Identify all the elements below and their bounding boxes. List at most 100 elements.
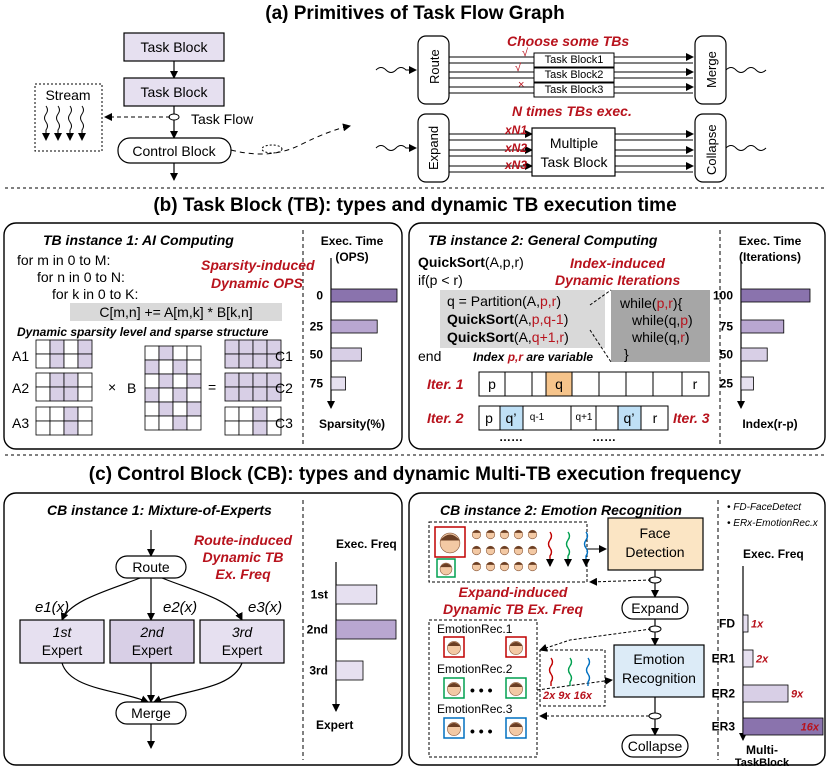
expand-label: Expand	[426, 125, 441, 170]
cb-instance-2-title: CB instance 2: Emotion Recognition	[440, 502, 682, 518]
task-block-1-label: Task Block	[140, 39, 208, 55]
face-thumb-red	[434, 526, 466, 558]
expand-note-1: Expand-induced	[458, 584, 568, 600]
flow-junction	[168, 113, 180, 121]
bar-FD	[742, 614, 749, 633]
legend-fd: • FD-FaceDetect	[727, 502, 802, 513]
while-close-brace: }	[624, 346, 629, 362]
section-a	[34, 32, 767, 183]
merge-label: Merge	[704, 51, 719, 88]
end-keyword: end	[418, 348, 442, 364]
tb3-label: Task Block3	[544, 84, 604, 96]
equals-sign: =	[208, 379, 217, 395]
bar-0	[330, 288, 398, 303]
expert-1-rank: 1st	[52, 624, 72, 640]
expand-note-2: Dynamic TB Ex. Freq	[442, 601, 584, 617]
label-c2: C2	[275, 380, 293, 396]
matrix-c2	[224, 372, 282, 402]
er2-face-1	[443, 677, 465, 699]
route-block	[417, 35, 450, 105]
tick-75: 75	[720, 320, 734, 334]
expert-2	[109, 619, 195, 664]
loop-k: for k in 0 to K:	[52, 286, 139, 302]
bar-ER3	[742, 717, 824, 736]
gate-e1: e1(x)	[35, 599, 70, 616]
task-flow-label: Task Flow	[191, 111, 254, 127]
tick-0: 0	[316, 289, 323, 303]
expert-1-label: Expert	[41, 642, 83, 658]
tick-3rd: 3rd	[309, 664, 328, 678]
bar-25	[330, 319, 378, 334]
face-tile	[497, 558, 512, 573]
chart4-xlabel-2: TaskBlock	[734, 757, 790, 769]
chart3-title: Exec. Freq	[336, 537, 397, 551]
face-detection-block	[607, 517, 704, 571]
choose-note: Choose some TBs	[507, 33, 630, 49]
qs-call-1: QuickSort(A,p,q-1)	[447, 311, 569, 327]
matrix-c1	[224, 339, 282, 369]
bar-2nd	[335, 619, 397, 640]
section-a-title: (a) Primitives of Task Flow Graph	[265, 3, 565, 24]
iter2-cell-qprime: q’	[505, 410, 517, 426]
chart1-xlabel: Sparsity(%)	[318, 417, 386, 431]
tick-50: 50	[720, 348, 734, 362]
tick-50: 50	[310, 348, 324, 362]
value-label-ER1: 2x	[755, 654, 769, 666]
iter1-cell-q: q	[555, 376, 563, 392]
sparse-matrices	[35, 339, 282, 436]
moe-route-label: Route	[132, 559, 170, 575]
matrix-c3	[224, 406, 282, 436]
legend-er: • ERx-EmotionRec.x	[727, 518, 818, 529]
control-block-label: Control Block	[132, 143, 216, 159]
task-block-1	[123, 32, 225, 62]
tb2-box	[533, 67, 615, 83]
qs-signature: QuickSort(A,p,r)	[418, 254, 524, 270]
er3-face-2	[505, 717, 527, 739]
chart4-xlabel-1: Multi-	[746, 743, 778, 757]
tb3-box	[533, 82, 615, 98]
chart2-xlabel: Index(r-p)	[742, 417, 798, 431]
iter2-cell-p: p	[485, 410, 493, 426]
face-tile	[483, 526, 498, 541]
stream-label: Stream	[45, 87, 91, 103]
face-tile	[469, 526, 484, 541]
collapse-c-label: Collapse	[627, 738, 683, 754]
task-block-2-label: Task Block	[140, 84, 208, 100]
task-block-2	[123, 77, 225, 107]
bar-ER1	[742, 649, 754, 668]
dots-1: ……	[499, 430, 523, 444]
wavy-streams	[546, 531, 591, 686]
dyn-sparsity-label: Dynamic sparsity level and sparse struct…	[17, 325, 269, 339]
route-label: Route	[427, 49, 442, 84]
emotion-rec-2-label: EmotionRec.2	[437, 662, 513, 676]
emotion-rec-3-label: EmotionRec.3	[437, 702, 513, 716]
emotion-rec-title-2: Recognition	[622, 670, 696, 686]
dots-2: ……	[592, 430, 616, 444]
label-a3: A3	[12, 415, 30, 431]
section-b-title: (b) Task Block (TB): types and dynamic T…	[153, 195, 677, 216]
sparsity-note-2: Dynamic OPS	[211, 275, 303, 291]
collapse-block-c	[621, 734, 689, 758]
check-mark-2: √	[515, 62, 522, 74]
iter2-cell-qm1: q-1	[529, 412, 545, 423]
face-tile	[469, 542, 484, 557]
matmul-formula: C[m,n] += A[m,k] * B[k,n]	[99, 304, 253, 320]
matrix-a2	[35, 372, 93, 402]
tb-instance-2-title: TB instance 2: General Computing	[428, 232, 658, 248]
expand-freq-labels: 2x 9x 16x	[543, 690, 592, 702]
check-mark-1: √	[522, 47, 529, 59]
tick-FD: FD	[719, 617, 735, 631]
stream-waves	[42, 105, 86, 141]
chart1-title-1: Exec. Time	[320, 234, 384, 248]
label-b: B	[127, 380, 137, 396]
face-thumbnails	[434, 526, 540, 739]
expert-1	[19, 619, 105, 664]
bar-100	[740, 288, 811, 303]
label-a1: A1	[12, 348, 30, 364]
ellipsis-2: • • •	[470, 682, 493, 698]
tb2-label: Task Block2	[544, 69, 604, 81]
chart1-title-2: (OPS)	[335, 250, 369, 264]
